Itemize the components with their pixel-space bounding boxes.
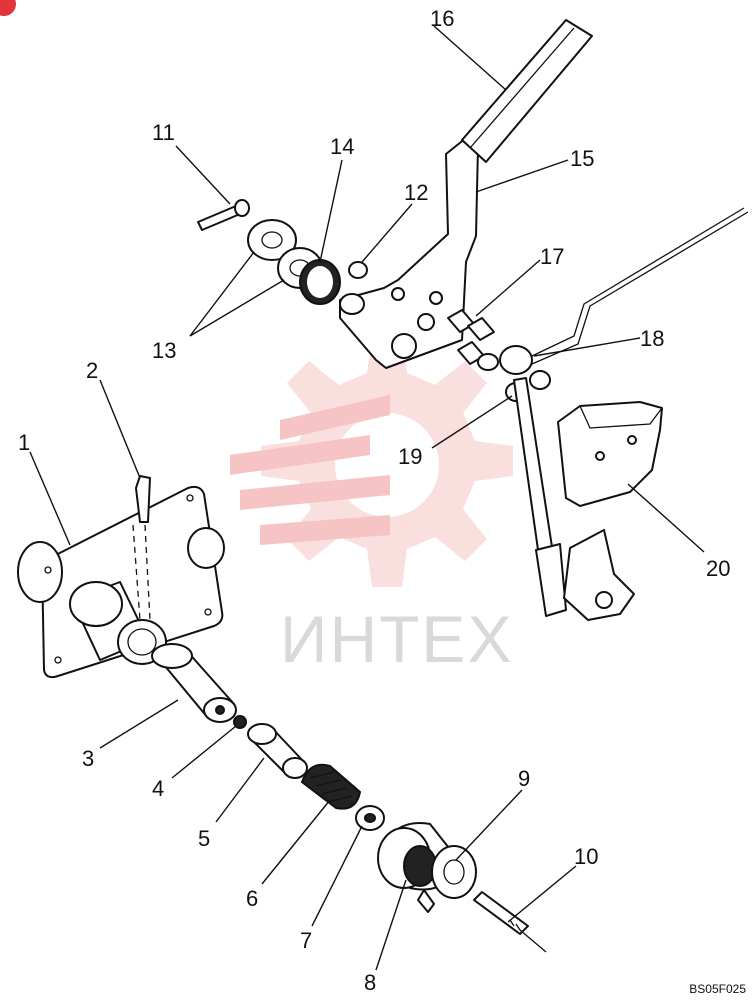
part-6-spring (300, 763, 362, 810)
callout-10: 10 (574, 844, 598, 869)
callout-8: 8 (364, 970, 376, 995)
part-11-bolt (197, 199, 250, 231)
part-1-housing (17, 485, 225, 679)
drawing-code: BS05F025 (689, 982, 746, 996)
callout-19: 19 (398, 444, 422, 469)
callout-11: 11 (152, 120, 175, 145)
part-18-rod (499, 207, 749, 375)
part-3-shaft (151, 643, 237, 723)
part-12-nut (348, 261, 368, 279)
callout-5: 5 (198, 826, 210, 851)
part-4-ball (233, 715, 247, 729)
callout-7: 7 (300, 928, 312, 953)
watermark-gear-logo (230, 335, 513, 587)
leader-lines (29, 25, 705, 971)
callout-9: 9 (518, 766, 530, 791)
part-7-washer (355, 805, 385, 831)
callout-18: 18 (640, 326, 664, 351)
corner-badge (0, 0, 16, 16)
part-10-pin (473, 891, 547, 953)
callout-15: 15 (570, 146, 594, 171)
callout-14: 14 (330, 134, 354, 159)
part-14-ring (299, 259, 341, 305)
callout-labels: 1 2 3 4 5 6 7 8 9 10 11 12 13 14 15 16 1… (18, 6, 730, 995)
callout-12: 12 (404, 180, 428, 205)
part-9-lock-plate (417, 845, 477, 913)
part-17-bushings (447, 309, 499, 371)
part-5-sleeve (247, 723, 308, 779)
callout-6: 6 (246, 886, 258, 911)
callout-13: 13 (152, 338, 176, 363)
watermark-text: ИНТЕХ (280, 602, 513, 676)
part-20-cover (557, 401, 663, 507)
callout-3: 3 (82, 746, 94, 771)
part-15-lever (339, 137, 479, 369)
callout-1: 1 (18, 430, 30, 455)
part-16-grip (461, 19, 593, 163)
callout-4: 4 (152, 776, 164, 801)
callout-20: 20 (706, 556, 730, 581)
callout-2: 2 (86, 358, 98, 383)
part-19-link-rod (505, 370, 635, 621)
callout-16: 16 (430, 6, 454, 31)
callout-17: 17 (540, 244, 564, 269)
